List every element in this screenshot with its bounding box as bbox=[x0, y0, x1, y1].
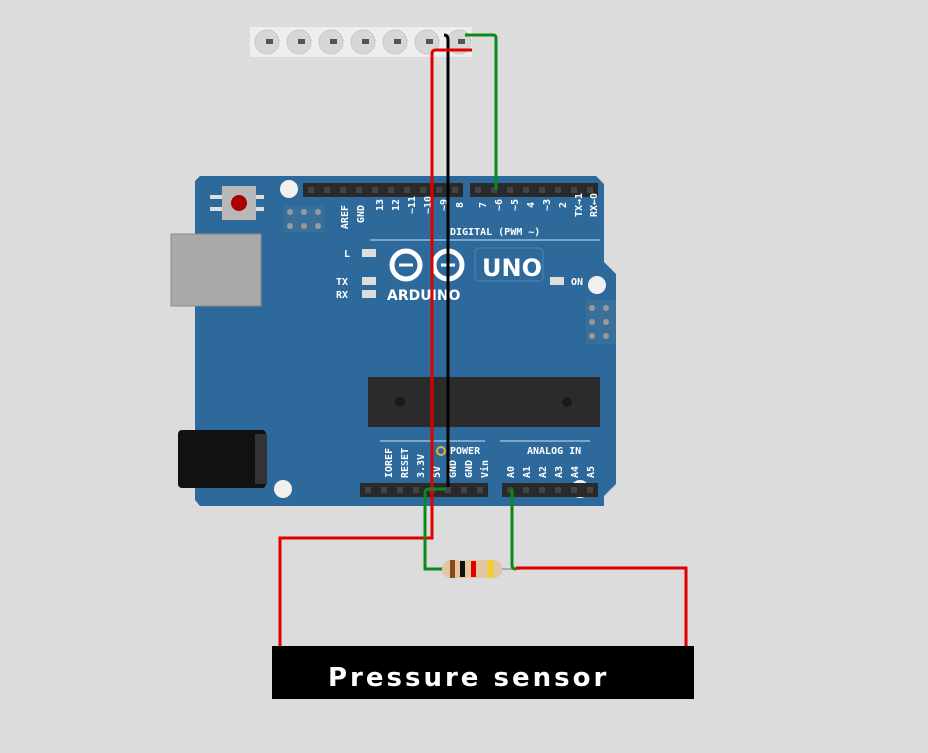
digital-pin-label: 4 bbox=[526, 202, 537, 208]
digital-pin-label: ~3 bbox=[542, 199, 553, 211]
header-pin[interactable] bbox=[372, 187, 378, 193]
header-pin[interactable] bbox=[397, 487, 403, 493]
header-pin[interactable] bbox=[539, 487, 545, 493]
brand-label: ARDUINO bbox=[387, 288, 461, 304]
wire-red-sensor[interactable] bbox=[516, 566, 688, 668]
power-jack bbox=[178, 430, 266, 488]
header-pin[interactable] bbox=[404, 187, 410, 193]
wire-red-5v[interactable] bbox=[278, 48, 472, 670]
power-pin-label: IOREF bbox=[384, 448, 395, 478]
header-pin[interactable] bbox=[324, 187, 330, 193]
power-pin-label: Vin bbox=[479, 460, 491, 478]
header-pin[interactable] bbox=[571, 487, 577, 493]
usb-port bbox=[170, 233, 262, 307]
header-pin[interactable] bbox=[477, 487, 483, 493]
led-tx-label: TX bbox=[336, 277, 348, 288]
header-pin[interactable] bbox=[539, 187, 545, 193]
neopixel-led bbox=[382, 29, 408, 55]
digital-pin-label: RX←0 bbox=[589, 193, 600, 217]
analog-pin-label: A4 bbox=[570, 466, 581, 478]
header-pin[interactable] bbox=[571, 187, 577, 193]
digital-pin-label: ~9 bbox=[439, 199, 450, 211]
neopixel-led bbox=[414, 29, 440, 55]
header-pin[interactable] bbox=[388, 187, 394, 193]
analog-pin-label: A1 bbox=[522, 466, 533, 478]
neopixel-led bbox=[286, 29, 312, 55]
header-pin[interactable] bbox=[491, 187, 497, 193]
header-pin[interactable] bbox=[555, 187, 561, 193]
digital-pin-label: 7 bbox=[478, 202, 489, 208]
header-pin[interactable] bbox=[461, 487, 467, 493]
digital-pin-label: GND bbox=[356, 205, 367, 223]
atmega-chip bbox=[368, 377, 600, 427]
sensor-label: Pressure sensor bbox=[328, 663, 609, 693]
power-pin-label: GND bbox=[448, 460, 459, 478]
neopixel-strip[interactable] bbox=[250, 27, 472, 57]
wire-green-a0[interactable] bbox=[510, 489, 517, 571]
header-pin[interactable] bbox=[340, 187, 346, 193]
analog-label: ANALOG IN bbox=[527, 446, 581, 457]
header-pin[interactable] bbox=[587, 487, 593, 493]
digital-pin-label: ~11 bbox=[407, 196, 418, 214]
led-on bbox=[550, 277, 564, 285]
led-l-label: L bbox=[344, 249, 350, 260]
header-pin[interactable] bbox=[413, 487, 419, 493]
header-pin[interactable] bbox=[523, 487, 529, 493]
digital-pin-label: 8 bbox=[455, 202, 466, 208]
pressure-sensor[interactable]: Pressure sensor bbox=[272, 646, 694, 699]
analog-pin-label: A2 bbox=[538, 466, 549, 478]
header-pin[interactable] bbox=[308, 187, 314, 193]
digital-pin-label: 12 bbox=[391, 199, 402, 211]
power-pin-label: RESET bbox=[400, 448, 411, 478]
resistor[interactable] bbox=[425, 560, 520, 578]
header-pin[interactable] bbox=[365, 487, 371, 493]
header-pin[interactable] bbox=[507, 487, 513, 493]
header-pin[interactable] bbox=[555, 487, 561, 493]
analog-pin-label: A0 bbox=[506, 466, 517, 478]
analog-pin-label: A3 bbox=[554, 466, 565, 478]
header-pin[interactable] bbox=[445, 487, 451, 493]
header-pin[interactable] bbox=[420, 187, 426, 193]
digital-header-right[interactable] bbox=[470, 183, 598, 197]
led-tx bbox=[362, 277, 376, 285]
neopixel-led bbox=[318, 29, 344, 55]
header-pin[interactable] bbox=[587, 187, 593, 193]
led-on-label: ON bbox=[571, 277, 583, 288]
header-pin[interactable] bbox=[507, 187, 513, 193]
digital-header-left[interactable] bbox=[303, 183, 463, 197]
wire-green-gnd[interactable] bbox=[423, 487, 446, 571]
header-pin[interactable] bbox=[356, 187, 362, 193]
header-pin[interactable] bbox=[436, 187, 442, 193]
digital-pin-label: 2 bbox=[558, 202, 569, 208]
arduino-uno-board[interactable]: AREF GND 13 12 ~11 ~10 ~9 8 7 ~6 ~5 4 ~3 2 TX→1 RX←0 DI… bbox=[170, 176, 616, 506]
digital-label: DIGITAL (PWM ~) bbox=[450, 227, 540, 238]
analog-header[interactable] bbox=[502, 483, 598, 497]
header-pin[interactable] bbox=[523, 187, 529, 193]
power-label: POWER bbox=[450, 446, 481, 457]
digital-pin-label: AREF bbox=[340, 205, 351, 229]
digital-pin-label: ~10 bbox=[423, 196, 434, 214]
wire-black-gnd[interactable] bbox=[443, 33, 450, 487]
led-rx-label: RX bbox=[336, 290, 348, 301]
power-pin-label: 5V bbox=[432, 466, 443, 478]
digital-pin-label: ~6 bbox=[494, 199, 505, 211]
led-l bbox=[362, 249, 376, 257]
neopixel-led bbox=[254, 29, 280, 55]
power-pin-label: 3.3V bbox=[416, 454, 427, 478]
digital-pin-label: ~5 bbox=[510, 199, 521, 211]
pin-marker-icon bbox=[436, 446, 446, 456]
digital-pin-label: TX→1 bbox=[574, 193, 585, 217]
wire-green-data[interactable] bbox=[465, 33, 498, 190]
led-rx bbox=[362, 290, 376, 298]
model-label: UNO bbox=[482, 254, 542, 282]
header-pin[interactable] bbox=[452, 187, 458, 193]
power-pin-label: GND bbox=[464, 460, 475, 478]
header-pin[interactable] bbox=[475, 187, 481, 193]
power-header[interactable] bbox=[360, 483, 488, 497]
neopixel-led bbox=[350, 29, 376, 55]
analog-pin-label: A5 bbox=[586, 466, 597, 478]
header-pin[interactable] bbox=[381, 487, 387, 493]
digital-pin-label: 13 bbox=[375, 199, 386, 211]
